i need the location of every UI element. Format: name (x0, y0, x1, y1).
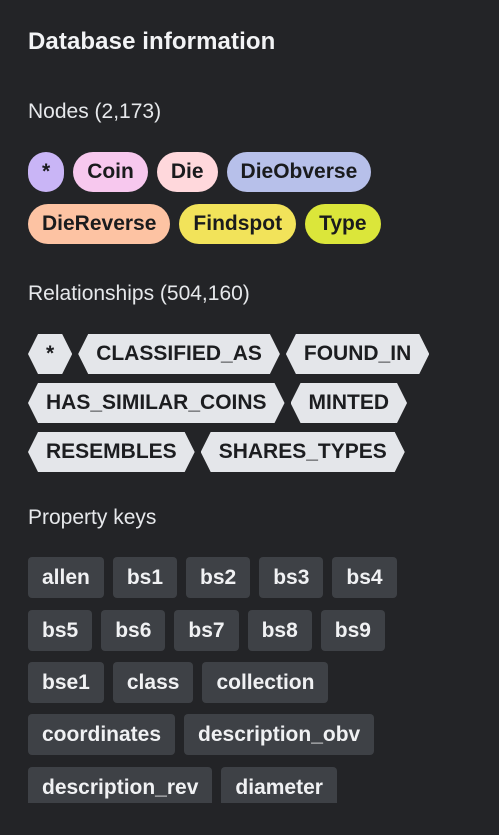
relationship-types-row-3: RESEMBLES SHARES_TYPES (28, 432, 405, 472)
property-key-description-rev[interactable]: description_rev (28, 767, 213, 803)
property-key-coordinates[interactable]: coordinates (28, 714, 176, 755)
relationship-type-classified-as[interactable]: CLASSIFIED_AS (78, 334, 280, 374)
property-key-diameter[interactable]: diameter (221, 767, 337, 803)
node-label-type[interactable]: Type (305, 204, 381, 244)
property-key-description-obv[interactable]: description_obv (184, 714, 375, 755)
relationship-type-minted[interactable]: MINTED (291, 383, 408, 423)
property-keys-row-4: coordinates description_obv (28, 714, 375, 755)
node-label-findspot[interactable]: Findspot (179, 204, 297, 244)
property-keys-row-1: allen bs1 bs2 bs3 bs4 (28, 557, 397, 598)
property-key-allen[interactable]: allen (28, 557, 104, 598)
node-labels-row-2: DieReverse Findspot Type (28, 204, 381, 244)
property-key-bs9[interactable]: bs9 (320, 610, 385, 651)
property-key-bs2[interactable]: bs2 (186, 557, 251, 598)
property-key-bs8[interactable]: bs8 (247, 610, 312, 651)
property-keys-heading: Property keys (28, 506, 157, 529)
relationship-type-shares-types[interactable]: SHARES_TYPES (201, 432, 405, 472)
property-key-class[interactable]: class (112, 662, 194, 703)
node-label-all[interactable]: * (28, 152, 65, 192)
nodes-heading: Nodes (2,173) (28, 100, 162, 123)
relationship-type-found-in[interactable]: FOUND_IN (286, 334, 429, 374)
property-key-bs6[interactable]: bs6 (101, 610, 166, 651)
node-label-dieobverse[interactable]: DieObverse (226, 152, 372, 192)
node-labels-row-1: * Coin Die DieObverse (28, 152, 372, 192)
property-keys-row-2: bs5 bs6 bs7 bs8 bs9 (28, 610, 385, 651)
panel-title: Database information (28, 28, 276, 55)
property-key-bs5[interactable]: bs5 (28, 610, 93, 651)
relationship-types-row-1: * CLASSIFIED_AS FOUND_IN (28, 334, 429, 374)
node-label-coin[interactable]: Coin (73, 152, 148, 192)
property-keys-list: allen bs1 bs2 bs3 bs4 bs5 bs6 bs7 bs8 bs… (0, 555, 499, 803)
relationship-type-all[interactable]: * (28, 334, 72, 374)
relationship-type-resembles[interactable]: RESEMBLES (28, 432, 195, 472)
node-label-die[interactable]: Die (156, 152, 218, 192)
node-label-diereverse[interactable]: DieReverse (28, 204, 171, 244)
property-key-bse1[interactable]: bse1 (28, 662, 104, 703)
property-key-bs1[interactable]: bs1 (112, 557, 178, 598)
relationship-types-row-2: HAS_SIMILAR_COINS MINTED (28, 383, 407, 423)
relationship-type-has-similar-coins[interactable]: HAS_SIMILAR_COINS (28, 383, 285, 423)
property-key-collection[interactable]: collection (202, 662, 329, 703)
property-key-bs7[interactable]: bs7 (174, 610, 239, 651)
property-key-bs3[interactable]: bs3 (259, 557, 324, 598)
property-keys-row-3: bse1 class collection (28, 662, 329, 703)
relationships-heading: Relationships (504,160) (28, 282, 250, 305)
property-key-bs4[interactable]: bs4 (332, 557, 397, 598)
property-keys-row-5: description_rev diameter (28, 767, 337, 803)
